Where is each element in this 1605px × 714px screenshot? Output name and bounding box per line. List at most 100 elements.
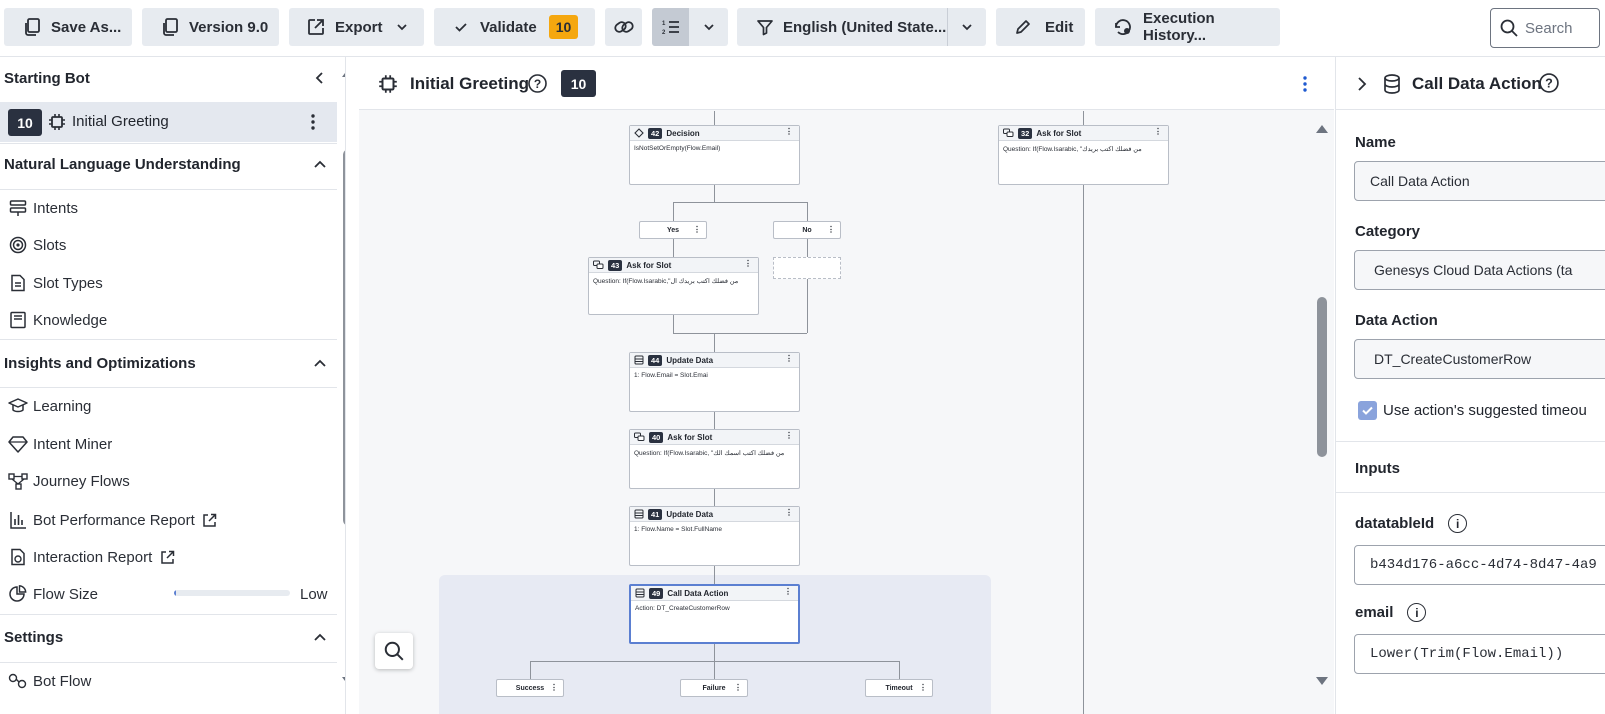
node-menu-icon[interactable]: ⋮	[785, 354, 793, 363]
node-menu-icon[interactable]: ⋮	[1154, 127, 1162, 136]
more-vertical-icon[interactable]	[1297, 74, 1313, 94]
node-title: Decision	[666, 128, 700, 138]
link-button[interactable]	[605, 8, 642, 46]
report-icon	[8, 547, 28, 567]
flow-node-call-data-action[interactable]: 49 Call Data Action ⋮ Action: DT_CreateC…	[629, 584, 800, 644]
scroll-down-arrow-icon[interactable]	[1315, 675, 1329, 687]
selected-item-label: Initial Greeting	[72, 113, 169, 130]
external-link-icon	[157, 547, 177, 567]
node-number: 49	[649, 587, 664, 599]
branch-failure[interactable]: Failure ⋮	[680, 679, 748, 697]
flow-node-update-data[interactable]: 41 Update Data ⋮ 1: Flow.Name = Slot.Ful…	[629, 506, 800, 566]
sidebar-item-slot-types[interactable]: Slot Types	[8, 273, 103, 293]
sidebar-item-learning[interactable]: Learning	[8, 396, 91, 416]
chevron-up-icon[interactable]	[312, 630, 328, 646]
bar-chart-icon	[8, 510, 28, 530]
node-menu-icon[interactable]: ⋮	[734, 683, 742, 692]
node-menu-icon[interactable]: ⋮	[785, 431, 793, 440]
empty-drop-slot[interactable]	[773, 257, 841, 279]
canvas-search-button[interactable]	[375, 633, 413, 669]
sidebar-item-intents[interactable]: Intents	[8, 198, 78, 218]
canvas-scrollbar-thumb[interactable]	[1317, 297, 1327, 457]
help-circle-icon[interactable]: ?	[1538, 72, 1560, 94]
sidebar-scrollbar-thumb[interactable]	[343, 149, 345, 526]
info-icon[interactable]: i	[1407, 603, 1427, 622]
validate-button[interactable]: Validate 10	[434, 8, 595, 46]
node-menu-icon[interactable]: ⋮	[827, 225, 835, 234]
document-icon	[8, 273, 28, 293]
node-menu-icon[interactable]: ⋮	[693, 225, 701, 234]
search-input[interactable]: Search	[1490, 8, 1600, 48]
name-field[interactable]: Call Data Action	[1354, 161, 1605, 201]
chevron-left-icon[interactable]	[312, 70, 328, 86]
selected-item-badge: 10	[8, 109, 42, 136]
data-action-select[interactable]: DT_CreateCustomerRow	[1354, 339, 1605, 379]
chevron-up-icon[interactable]	[312, 157, 328, 173]
sidebar-item-slots[interactable]: Slots	[8, 235, 66, 255]
scroll-up-arrow-icon[interactable]	[341, 67, 345, 79]
flow-node-update-data[interactable]: 44 Update Data ⋮ 1: Flow.Email = Slot.Em…	[629, 352, 800, 412]
export-button[interactable]: Export	[289, 8, 424, 46]
export-label: Export	[335, 18, 383, 36]
connector	[530, 661, 531, 679]
flow-size-bar	[174, 590, 290, 596]
node-menu-icon[interactable]: ⋮	[784, 587, 792, 596]
sidebar-item-interaction-report[interactable]: Interaction Report	[8, 547, 182, 567]
pencil-icon	[1014, 18, 1032, 36]
connector	[673, 202, 807, 203]
timeout-checkbox-row[interactable]: Use action's suggested timeou	[1358, 401, 1587, 420]
sidebar-item-knowledge[interactable]: Knowledge	[8, 310, 107, 330]
branch-success[interactable]: Success ⋮	[496, 679, 564, 697]
flow-node-decision[interactable]: 42 Decision ⋮ IsNotSetOrEmpty(Flow.Email…	[629, 125, 800, 185]
chevron-down-icon[interactable]	[961, 21, 973, 33]
more-vertical-icon[interactable]	[305, 112, 321, 132]
version-button[interactable]: Version 9.0	[142, 8, 279, 46]
edit-button[interactable]: Edit	[996, 8, 1085, 46]
node-menu-icon[interactable]: ⋮	[744, 259, 752, 268]
flow-node-ask-for-slot[interactable]: 32 Ask for Slot ⋮ Question: If(Flow.Isar…	[998, 125, 1169, 185]
datatableid-label: datatableId i	[1355, 514, 1468, 533]
sidebar-item-label: Slot Types	[33, 274, 103, 292]
external-link-icon	[306, 17, 326, 37]
scroll-up-arrow-icon[interactable]	[1315, 123, 1329, 135]
name-label: Name	[1355, 134, 1396, 151]
sidebar-divider	[0, 662, 337, 663]
node-header: 44 Update Data ⋮	[630, 353, 799, 368]
sidebar-item-label: Journey Flows	[33, 472, 130, 490]
node-menu-icon[interactable]: ⋮	[785, 508, 793, 517]
chevron-down-icon[interactable]	[703, 21, 715, 33]
node-menu-icon[interactable]: ⋮	[550, 683, 558, 692]
chevron-up-icon[interactable]	[312, 356, 328, 372]
checkbox-checked[interactable]	[1358, 401, 1377, 420]
node-menu-icon[interactable]: ⋮	[919, 683, 927, 692]
help-circle-icon[interactable]: ?	[527, 73, 548, 94]
chevron-right-icon[interactable]	[1355, 76, 1369, 92]
category-select[interactable]: Genesys Cloud Data Actions (ta	[1354, 250, 1605, 290]
scroll-down-arrow-icon[interactable]	[341, 675, 345, 687]
flow-node-ask-for-slot[interactable]: 43 Ask for Slot ⋮ Question: If(Flow.Isar…	[588, 257, 759, 315]
branch-no[interactable]: No ⋮	[773, 221, 841, 239]
sidebar-item-journey-flows[interactable]: Journey Flows	[8, 471, 130, 491]
sidebar-item-initial-greeting[interactable]: 10 Initial Greeting	[0, 102, 337, 142]
email-field[interactable]: Lower(Trim(Flow.Email))	[1354, 634, 1605, 674]
node-number: 41	[648, 508, 663, 520]
flow-node-ask-for-slot[interactable]: 40 Ask for Slot ⋮ Question: If(Flow.Isar…	[629, 429, 800, 489]
language-select[interactable]: English (United State...	[737, 8, 986, 46]
external-link-icon	[200, 510, 220, 530]
connector	[673, 239, 674, 257]
sidebar-item-bot-performance-report[interactable]: Bot Performance Report	[8, 510, 225, 530]
flow-canvas[interactable]: Initial Greeting ? 10 42 Decision ⋮ IsNo	[359, 57, 1334, 714]
svg-text:?: ?	[534, 77, 541, 91]
save-as-button[interactable]: Save As...	[4, 8, 132, 46]
execution-history-button[interactable]: Execution History...	[1095, 8, 1280, 46]
database-icon	[1381, 73, 1403, 95]
info-icon[interactable]: i	[1448, 514, 1468, 533]
node-menu-icon[interactable]: ⋮	[785, 127, 793, 136]
sidebar-item-intent-miner[interactable]: Intent Miner	[8, 434, 112, 454]
datatableid-field[interactable]: b434d176-a6cc-4d74-8d47-4a9	[1354, 545, 1605, 585]
branch-yes[interactable]: Yes ⋮	[639, 221, 707, 239]
branch-timeout[interactable]: Timeout ⋮	[865, 679, 933, 697]
sidebar-item-bot-flow[interactable]: Bot Flow	[8, 671, 91, 691]
